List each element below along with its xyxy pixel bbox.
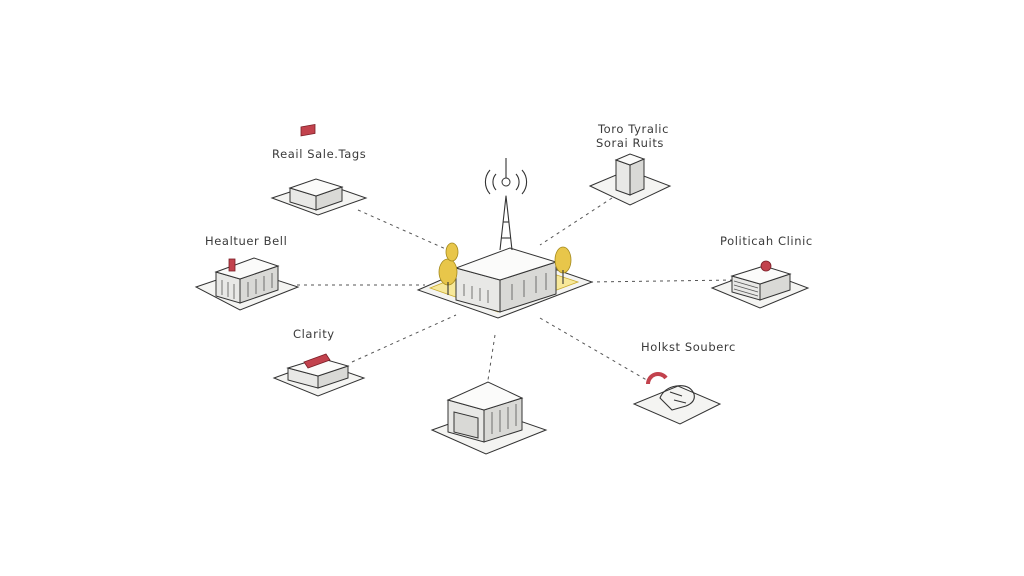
- badge-icon: [760, 260, 772, 272]
- chimney-icon: [228, 258, 236, 272]
- hub-building: [416, 158, 594, 319]
- tree-icons: [438, 242, 572, 295]
- node-lower-right: Holkst Souberc: [632, 340, 736, 425]
- magnet-icon: [646, 372, 668, 385]
- node-bottom: [430, 381, 548, 455]
- label-top-right-line-1: Toro Tyralic: [597, 122, 669, 136]
- edge-bottom: [487, 334, 496, 381]
- signal-waves-icon: [484, 158, 528, 195]
- node-mid-left: Healtuer Bell: [194, 234, 300, 311]
- label-top-left: Reail Sale.Tags: [272, 147, 366, 161]
- label-lower-right: Holkst Souberc: [641, 340, 736, 354]
- node-mid-right: Politicah Clinic: [710, 234, 813, 309]
- label-lower-left: Clarity: [293, 327, 335, 341]
- edge-mid-right: [589, 279, 736, 283]
- node-top-right: Toro Tyralic Sorai Ruits: [588, 122, 672, 206]
- edge-lower-right: [539, 317, 651, 383]
- label-mid-left: Healtuer Bell: [205, 234, 287, 248]
- node-lower-left: Clarity: [272, 327, 366, 397]
- edge-lower-left: [351, 314, 457, 363]
- tag-icon: [303, 353, 331, 369]
- edge-top-right: [539, 197, 613, 246]
- edge-top-left: [357, 209, 449, 251]
- label-mid-right: Politicah Clinic: [720, 234, 813, 248]
- alert-icon: [300, 123, 316, 137]
- connections: [297, 197, 736, 383]
- label-top-right-line-2: Sorai Ruits: [596, 136, 664, 150]
- node-top-left: Reail Sale.Tags: [270, 123, 368, 216]
